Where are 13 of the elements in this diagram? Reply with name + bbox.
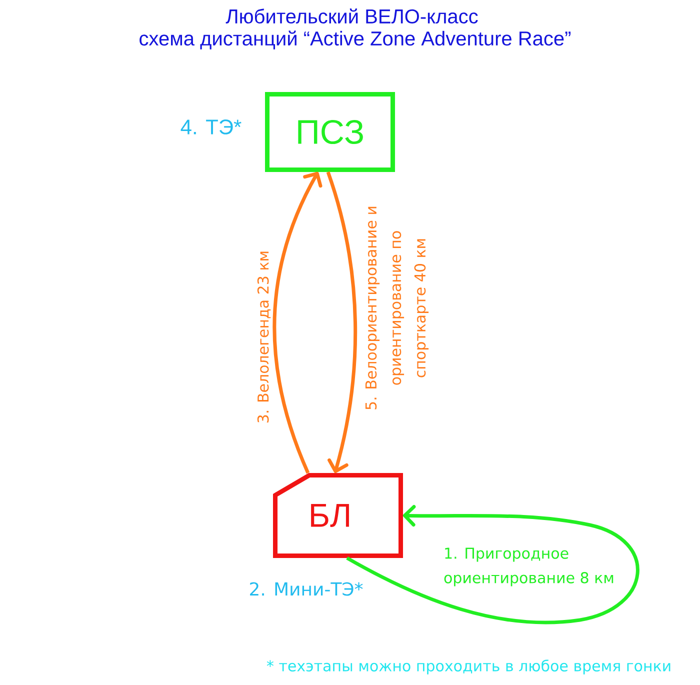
station-box: ПСЗ <box>265 92 395 172</box>
stage-label: 4. ТЭ* <box>180 120 242 134</box>
edge-label: 3. Велолегенда 23 км <box>257 252 271 422</box>
footnote: * техэтапы можно проходить в любое время гонки <box>266 660 670 674</box>
arrow <box>346 505 640 624</box>
chamfered-box: БЛ <box>273 473 403 558</box>
subtitle: схема дистанций “Active Zone Adventure Race” <box>140 30 570 50</box>
edge-label: 5. Велоориентирование и ориентирование по спорткарте 40 км <box>365 206 429 410</box>
arrow <box>326 171 357 474</box>
arrow <box>272 172 322 474</box>
title: Любительский ВЕЛО-класс <box>226 8 478 24</box>
stage-label: 2. Мини-ТЭ* <box>250 582 363 596</box>
edge-label: 1. Пригородное ориентирование 8 км <box>444 548 614 586</box>
